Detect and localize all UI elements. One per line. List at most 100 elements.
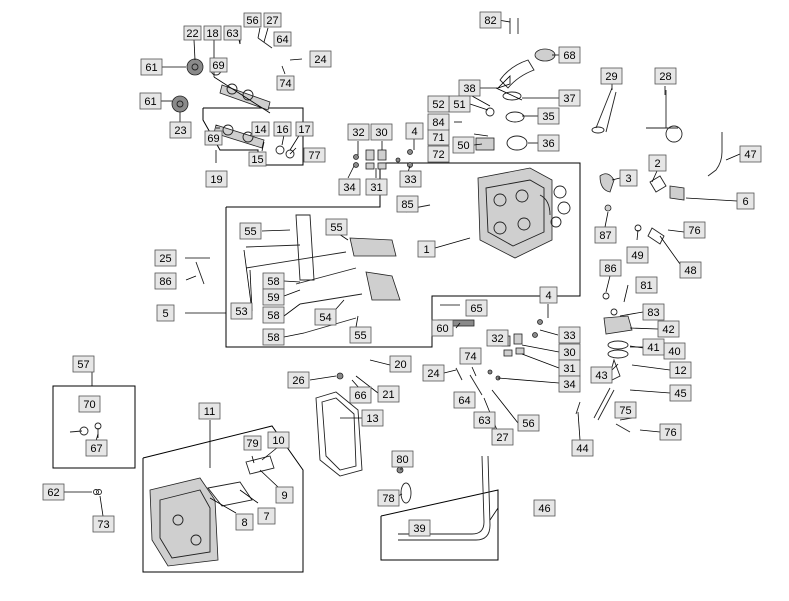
callout-82: 82 [484, 15, 496, 27]
bolt-62-part [93, 489, 99, 495]
callout-65: 65 [470, 303, 482, 315]
callout-61b: 61 [144, 96, 156, 108]
callout-58b: 58 [267, 310, 279, 322]
callout-77: 77 [308, 150, 320, 162]
callout-83: 83 [647, 307, 659, 319]
callout-7: 7 [263, 511, 269, 523]
callout-78: 78 [382, 493, 394, 505]
callout-24b: 24 [427, 368, 439, 380]
callout-76b: 76 [664, 427, 676, 439]
callout-42: 42 [662, 324, 674, 336]
callout-4b: 4 [545, 290, 551, 302]
callout-59: 59 [267, 292, 279, 304]
callout-64a: 64 [276, 34, 288, 46]
callout-57: 57 [77, 359, 89, 371]
valve-28-part [646, 90, 683, 143]
callout-76a: 76 [688, 225, 700, 237]
callout-62: 62 [47, 487, 59, 499]
callout-58c: 58 [267, 332, 279, 344]
callout-52: 52 [432, 99, 444, 111]
callout-23: 23 [174, 125, 186, 137]
callout-28: 28 [659, 71, 671, 83]
callout-69a: 69 [212, 60, 224, 72]
callout-75: 75 [619, 405, 631, 417]
bolt-44-part [575, 401, 581, 415]
callout-72: 72 [432, 149, 444, 161]
callout-19: 19 [210, 174, 222, 186]
callout-5: 5 [162, 308, 168, 320]
callout-80: 80 [396, 454, 408, 466]
bracket-86-part [195, 261, 205, 285]
callout-14: 14 [254, 124, 266, 136]
callout-2: 2 [654, 158, 660, 170]
callout-4a: 4 [411, 126, 417, 138]
oil-pipe-frame [380, 489, 499, 561]
head-cover-part [149, 455, 275, 567]
callout-41: 41 [647, 342, 659, 354]
callout-55a: 55 [244, 226, 256, 238]
callout-26: 26 [292, 375, 304, 387]
callout-74b: 74 [464, 351, 476, 363]
callout-73: 73 [97, 519, 109, 531]
callout-58a: 58 [267, 276, 279, 288]
callout-31a: 31 [370, 182, 382, 194]
callout-16: 16 [276, 124, 288, 136]
callout-79: 79 [246, 438, 258, 450]
bracket-63-part [469, 374, 483, 396]
callout-32b: 32 [491, 333, 503, 345]
callout-33b: 33 [563, 330, 575, 342]
callout-56a: 56 [246, 15, 258, 27]
callout-50: 50 [457, 140, 469, 152]
callout-69b: 69 [207, 133, 219, 145]
rocker-holder-part [295, 214, 401, 301]
callout-67: 67 [90, 443, 102, 455]
callout-71: 71 [432, 132, 444, 144]
callout-56b: 56 [522, 418, 534, 430]
callout-13: 13 [366, 413, 378, 425]
callout-34a: 34 [343, 182, 355, 194]
callout-11: 11 [204, 406, 215, 418]
callout-29: 29 [605, 71, 617, 83]
callout-10: 10 [272, 435, 284, 447]
cylinder-head-cover-frame [142, 425, 304, 573]
callout-54: 54 [319, 312, 331, 324]
sprocket-22-part [186, 58, 204, 76]
group-57-frame [52, 385, 136, 469]
callout-37: 37 [563, 93, 575, 105]
intake-parts [475, 18, 556, 151]
callout-31b: 31 [563, 363, 575, 375]
callout-22: 22 [186, 28, 198, 40]
callout-36: 36 [542, 138, 554, 150]
oil-pipe-part [396, 455, 491, 541]
head-cover-gasket-part [315, 391, 363, 477]
callout-66: 66 [354, 390, 366, 402]
callout-70: 70 [83, 399, 95, 411]
sensor-parts [599, 132, 723, 245]
callout-8: 8 [241, 517, 247, 529]
callout-20: 20 [394, 359, 406, 371]
callout-63a: 63 [226, 28, 238, 40]
callout-51: 51 [453, 99, 465, 111]
callout-30a: 30 [375, 127, 387, 139]
callout-labels: 1 2 3 4 4 5 6 7 8 9 10 11 12 13 14 15 16… [42, 11, 762, 537]
callout-48: 48 [684, 265, 696, 277]
callout-33a: 33 [404, 174, 416, 186]
callout-87: 87 [599, 230, 611, 242]
callout-44: 44 [576, 443, 588, 455]
callout-15: 15 [251, 154, 263, 166]
callout-86a: 86 [604, 263, 616, 275]
callout-53: 53 [235, 306, 247, 318]
callout-9: 9 [281, 490, 287, 502]
camshaft-part [210, 64, 271, 111]
cylinder-head-part [477, 167, 571, 259]
callout-46: 46 [538, 503, 550, 515]
callout-74a: 74 [279, 78, 291, 90]
callout-27b: 27 [496, 432, 508, 444]
callout-47: 47 [744, 149, 756, 161]
callout-55c: 55 [354, 330, 366, 342]
callout-63b: 63 [478, 415, 490, 427]
callout-32a: 32 [352, 127, 364, 139]
callout-38: 38 [463, 83, 475, 95]
